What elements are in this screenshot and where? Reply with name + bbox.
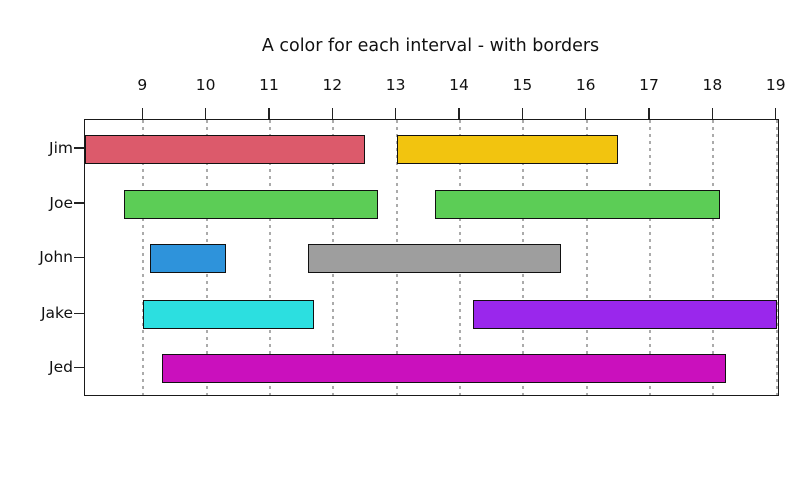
x-tick-mark (584, 108, 587, 119)
chart-title: A color for each interval - with borders (261, 36, 600, 56)
y-tick-mark (74, 202, 84, 204)
interval-bar (85, 134, 365, 164)
x-tick-mark (141, 108, 144, 119)
x-tick-label: 11 (259, 76, 279, 94)
y-axis-label: John (39, 248, 73, 267)
interval-bar (396, 134, 619, 164)
x-tick-mark (458, 108, 460, 119)
y-tick-mark (74, 312, 84, 315)
x-tick-mark (268, 108, 270, 119)
plot-area (84, 119, 779, 396)
interval-bar (434, 189, 720, 219)
x-tick-mark (711, 108, 714, 119)
gridline (775, 120, 778, 395)
gridline (585, 120, 588, 395)
x-tick-mark (648, 108, 650, 119)
y-tick-mark (74, 256, 84, 259)
y-tick-mark (74, 366, 84, 369)
interval-bar (143, 299, 315, 329)
x-tick-label: 15 (512, 76, 533, 94)
x-tick-label: 12 (322, 76, 343, 94)
x-tick-label: 14 (449, 76, 469, 94)
x-tick-label: 9 (137, 76, 148, 94)
x-tick-label: 17 (639, 76, 659, 94)
x-tick-label: 16 (575, 76, 596, 94)
y-axis-label: Jim (49, 139, 73, 158)
y-axis-label: Jake (40, 304, 73, 323)
x-tick-label: 19 (765, 76, 786, 94)
y-axis-label: Jed (49, 358, 73, 377)
interval-bar (307, 243, 562, 273)
x-tick-label: 10 (195, 76, 216, 94)
x-tick-mark (394, 108, 397, 119)
x-tick-label: 13 (385, 76, 406, 94)
gridline (268, 120, 271, 395)
x-tick-mark (774, 108, 777, 119)
interval-bar (124, 189, 378, 219)
gridline (712, 120, 715, 395)
y-axis-label: Joe (49, 194, 73, 213)
x-tick-mark (331, 108, 334, 119)
interval-bar (472, 299, 777, 329)
y-tick-mark (74, 147, 84, 149)
interval-bar (162, 353, 727, 383)
interval-bar (149, 243, 226, 273)
x-tick-label: 18 (702, 76, 723, 94)
gridline (142, 120, 145, 395)
x-tick-mark (521, 108, 524, 119)
gridline (649, 120, 652, 395)
x-tick-mark (204, 108, 207, 119)
